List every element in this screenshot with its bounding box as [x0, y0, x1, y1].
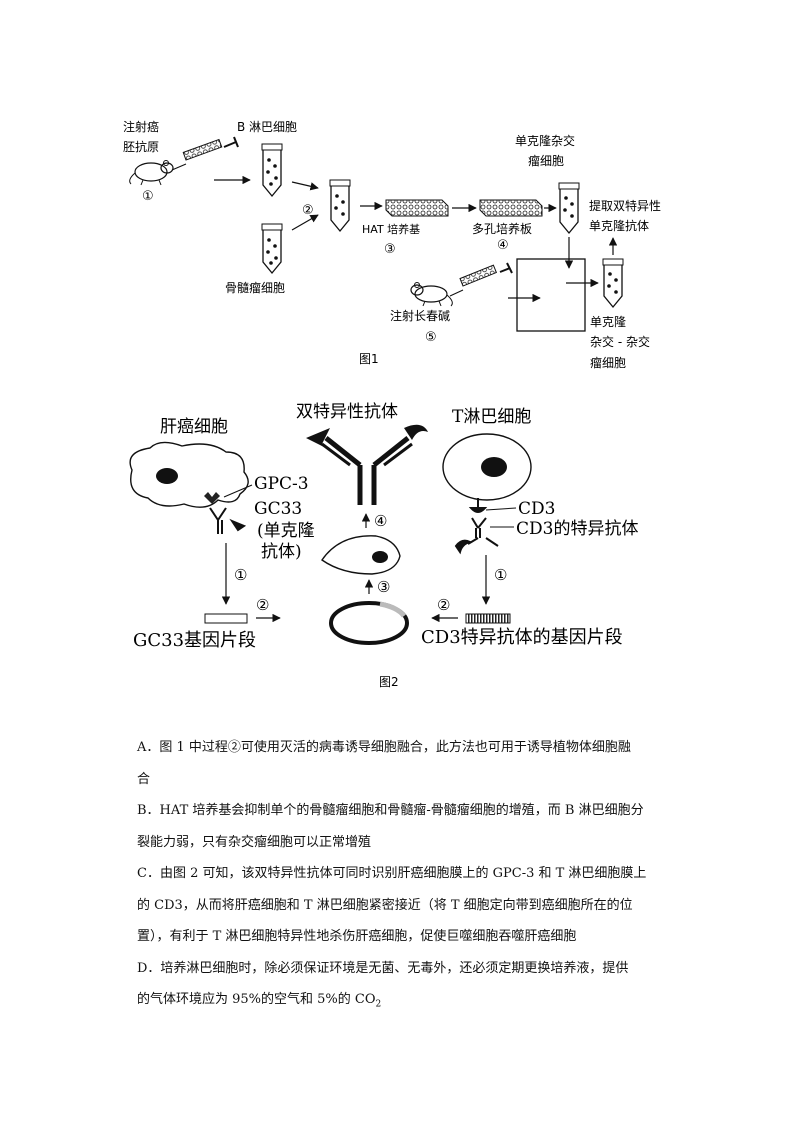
label-hat: HAT 培养基	[362, 222, 420, 236]
producing-cell	[321, 535, 401, 575]
tube-b-cell	[261, 143, 283, 198]
label-myeloma: 骨髓瘤细胞	[225, 280, 285, 295]
cd3-gene-fragment	[465, 613, 511, 624]
cd3-receptor	[468, 498, 488, 513]
step-1-right: ①	[494, 566, 507, 584]
label-gc33: GC33	[254, 499, 302, 519]
option-d-line-1: D．培养淋巴细胞时，除必须保证环境是无菌、无毒外，还必须定期更换培养液，提供	[137, 960, 629, 976]
gc33-gene-fragment	[204, 613, 248, 624]
label-mono-hybrid-2: 瘤细胞	[528, 153, 564, 168]
option-c-cont: 的 CD3，从而将肝癌细胞和 T 淋巴细胞紧密接近（将 T 细胞定向带到癌细胞所…	[137, 890, 682, 922]
tube-hybridoma	[558, 182, 580, 235]
option-d-line-2: 的气体环境应为 95%的空气和 5%的 CO	[137, 992, 376, 1007]
option-b-line-2: 裂能力弱，只有杂交瘤细胞可以正常增殖	[137, 834, 372, 850]
bispecific-antibody	[321, 436, 413, 505]
figure-2-caption: 图2	[379, 675, 399, 689]
option-a: A．图 1 中过程②可使用灭活的病毒诱导细胞融合，此方法也可用于诱导植物体细胞融	[137, 732, 682, 764]
plasmid-insert	[379, 601, 407, 618]
label-result-2: 杂交 - 杂交	[590, 334, 650, 349]
option-c-line-1: C．由图 2 可知，该双特异性抗体可同时识别肝癌细胞膜上的 GPC-3 和 T …	[137, 866, 647, 881]
option-d-cont: 的气体环境应为 95%的空气和 5%的 CO2	[137, 984, 682, 1021]
antigen-site-cd3	[404, 424, 428, 440]
step-1: ①	[142, 189, 154, 204]
label-extract: 提取双特异性	[589, 198, 661, 213]
step-3: ③	[384, 242, 396, 257]
nucleus-2	[372, 551, 388, 563]
option-c-line-2: 的 CD3，从而将肝癌细胞和 T 淋巴细胞紧密接近（将 T 细胞定向带到癌细胞所…	[137, 897, 633, 913]
hat-plate	[385, 199, 449, 217]
option-b: B．HAT 培养基会抑制单个的骨髓瘤细胞和骨髓瘤-骨髓瘤细胞的增殖，而 B 淋巴…	[137, 795, 682, 827]
option-a-line-2: 合	[137, 771, 151, 787]
option-c-cont-2: 置），有利于 T 淋巴细胞特异性地杀伤肝癌细胞，促使巨噬细胞吞噬肝癌细胞	[137, 921, 682, 953]
process-box	[516, 258, 586, 332]
label-vincristine: 注射长春碱	[390, 308, 450, 323]
nucleus	[156, 468, 178, 484]
label-result: 单克隆	[590, 314, 626, 329]
tube-result	[602, 258, 624, 309]
label-t-cell: T淋巴细胞	[452, 407, 531, 427]
label-extract-2: 单克隆抗体	[589, 218, 649, 233]
label-cd3-antibody: CD3的特异抗体	[516, 519, 638, 539]
co2-subscript: 2	[375, 999, 382, 1010]
label-cd3-gene: CD3特异抗体的基因片段	[421, 627, 623, 648]
gc33-antibody	[209, 507, 247, 534]
gpc3-receptor	[204, 492, 220, 504]
label-result-3: 瘤细胞	[590, 355, 626, 370]
figure-1-diagram: 注射癌 胚抗原 ① B 淋巴细胞 骨髓瘤细胞 ② HAT 培养基 ③ 多孔培养板…	[123, 119, 661, 370]
label-mono-hybrid: 单克隆杂交	[515, 133, 575, 148]
answer-options: A．图 1 中过程②可使用灭活的病毒诱导细胞融合，此方法也可用于诱导植物体细胞融…	[137, 732, 682, 1021]
step-4: ④	[374, 512, 387, 530]
figure-2-diagram: 肝癌细胞 GPC-3 GC33 (单克隆 抗体) ① GC33基因片段 ② ③ …	[129, 402, 638, 689]
label-liver-cell: 肝癌细胞	[160, 417, 228, 437]
nucleus-3	[481, 457, 507, 477]
label-b-cell: B 淋巴细胞	[237, 120, 297, 134]
option-c: C．由图 2 可知，该双特异性抗体可同时识别肝癌细胞膜上的 GPC-3 和 T …	[137, 858, 682, 890]
label-gc33-note-2: 抗体)	[261, 542, 302, 562]
multi-well-plate	[479, 199, 543, 217]
mouse-icon	[129, 160, 174, 186]
label-gc33-note: (单克隆	[257, 521, 315, 541]
liver-cancer-cell	[129, 441, 249, 508]
mouse-icon-2	[410, 282, 453, 307]
syringe-icon-2	[449, 262, 513, 297]
label-plate: 多孔培养板	[472, 221, 532, 236]
option-b-cont: 裂能力弱，只有杂交瘤细胞可以正常增殖	[137, 827, 682, 859]
step-2: ②	[302, 203, 314, 218]
label-gc33-gene: GC33基因片段	[133, 630, 256, 651]
label-inject-antigen: 注射癌	[123, 119, 159, 134]
label-gpc3: GPC-3	[254, 474, 309, 494]
option-a-line-1: A．图 1 中过程②可使用灭活的病毒诱导细胞融合，此方法也可用于诱导植物体细胞融	[137, 740, 631, 755]
plasmid	[329, 601, 409, 645]
option-c-line-3: 置），有利于 T 淋巴细胞特异性地杀伤肝癌细胞，促使巨噬细胞吞噬肝癌细胞	[137, 929, 577, 944]
step-5: ⑤	[425, 330, 437, 345]
label-bispecific: 双特异性抗体	[296, 402, 398, 422]
label-cd3: CD3	[518, 499, 555, 519]
tube-fusion	[329, 179, 351, 233]
option-a-cont: 合	[137, 764, 682, 796]
option-b-line-1: B．HAT 培养基会抑制单个的骨髓瘤细胞和骨髓瘤-骨髓瘤细胞的增殖，而 B 淋巴…	[137, 803, 644, 818]
step-2-left: ②	[256, 596, 269, 614]
antigen-site-gpc3	[306, 428, 334, 452]
step-1-left: ①	[234, 566, 247, 584]
step-3: ③	[377, 578, 390, 596]
figure-1-caption: 图1	[359, 352, 379, 366]
label-inject-antigen-2: 胚抗原	[123, 139, 159, 154]
tube-myeloma	[261, 223, 283, 275]
option-d: D．培养淋巴细胞时，除必须保证环境是无菌、无毒外，还必须定期更换培养液，提供	[137, 953, 682, 985]
step-4: ④	[497, 238, 509, 253]
syringe-icon	[171, 136, 239, 171]
cd3-antibody	[454, 517, 499, 555]
step-2-right: ②	[437, 596, 450, 614]
